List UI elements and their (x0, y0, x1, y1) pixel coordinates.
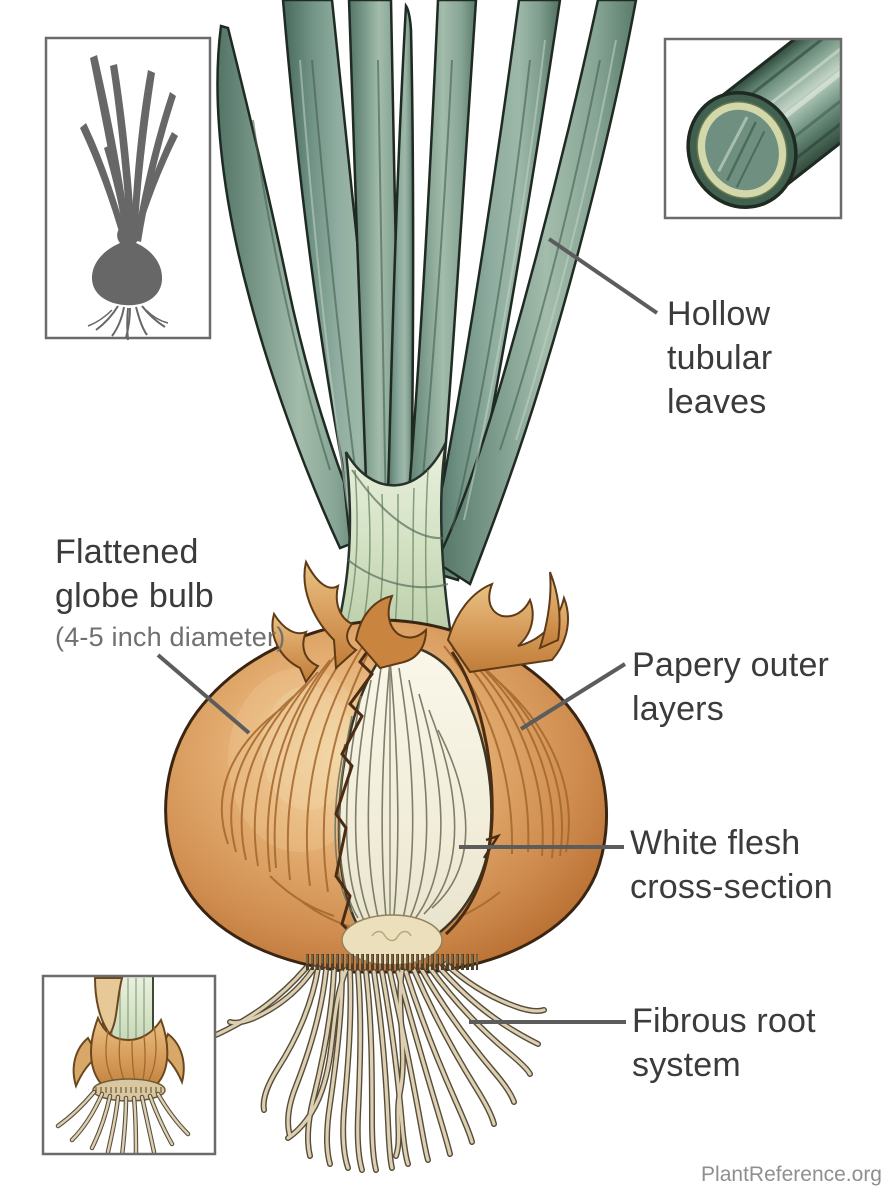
bulb-illustration (164, 618, 609, 974)
label-fibrous-root-system: Fibrous root system (632, 999, 816, 1087)
label-flattened-globe-bulb: Flattened globe bulb (4-5 inch diameter) (55, 530, 285, 655)
label-line: leaves (667, 383, 767, 421)
silhouette-bulb (91, 226, 163, 306)
leader-line-hollow-leaves (547, 237, 659, 315)
torn-skin-edge (334, 635, 380, 942)
label-papery-outer-layers: Papery outer layers (632, 643, 829, 731)
papery-flares (271, 559, 569, 684)
label-line: Papery outer (632, 646, 830, 684)
label-line: system (632, 1046, 741, 1084)
silhouette-roots (87, 305, 169, 341)
label-line: cross-section (630, 868, 833, 906)
label-line: Fibrous root (632, 1002, 816, 1040)
label-line: Hollow (667, 295, 771, 333)
tube-opening (686, 91, 798, 209)
label-line: globe bulb (55, 577, 214, 615)
inset-leaf-tube-cross-section (663, 37, 843, 220)
label-line: Flattened (55, 533, 199, 571)
label-diameter-note: (4-5 inch diameter) (55, 622, 286, 652)
leader-line-flattened-bulb (156, 653, 251, 735)
silhouette-leaves (80, 55, 178, 242)
inset-onion-silhouette (44, 36, 212, 341)
label-hollow-tubular-leaves: Hollow tubular leaves (667, 292, 772, 424)
leader-lines (156, 237, 659, 1024)
leaf-vein-lines (252, 39, 617, 531)
roots-illustration (174, 954, 544, 1170)
watermark: PlantReference.org (701, 1163, 882, 1186)
inset-bulb-base-closeup (41, 974, 217, 1156)
leader-line-papery-layers (519, 662, 627, 731)
flesh-layer-lines (334, 659, 467, 937)
label-line: White flesh (630, 824, 801, 862)
label-line: tubular (667, 339, 773, 377)
label-white-flesh-cross-section: White flesh cross-section (630, 821, 833, 909)
label-line: layers (632, 690, 724, 728)
